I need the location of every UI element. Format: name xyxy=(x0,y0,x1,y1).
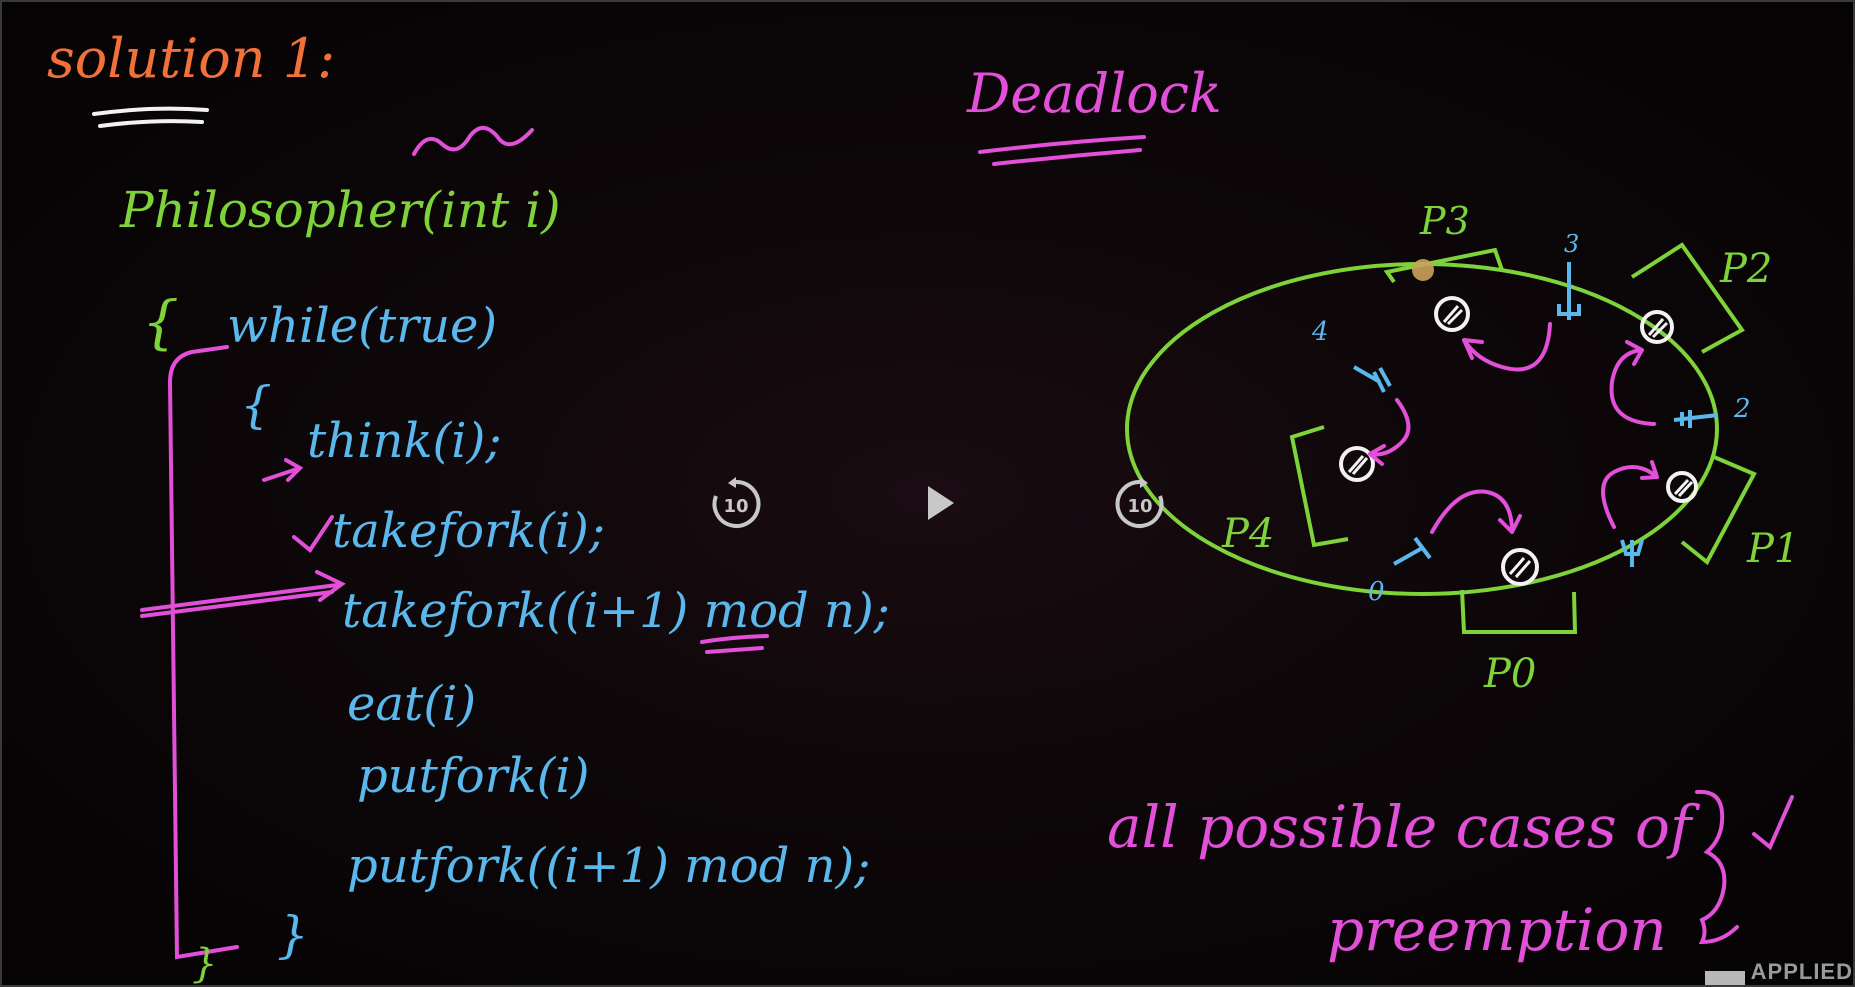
function-signature: Philosopher(int i) xyxy=(119,181,561,239)
chair-p1 xyxy=(1680,455,1757,566)
fork-label-3: 3 xyxy=(1564,230,1579,258)
wait-arrow-p3 xyxy=(1462,322,1552,372)
philosopher-label-p1: P1 xyxy=(1746,526,1799,572)
note-check xyxy=(1752,795,1794,851)
forward-10-button[interactable]: 10 xyxy=(1112,476,1168,532)
fork-3 xyxy=(1557,262,1581,320)
wait-arrow-p0 xyxy=(1430,489,1522,534)
plate-p4 xyxy=(1339,446,1375,482)
forward-label: 10 xyxy=(1127,496,1152,517)
plate-p0 xyxy=(1501,548,1539,586)
wait-arrow-p4 xyxy=(1368,398,1411,466)
note-line-1: all possible cases of xyxy=(1107,793,1701,861)
note-brace xyxy=(1695,789,1739,945)
plate-p3 xyxy=(1434,296,1470,332)
inner-close-brace: } xyxy=(277,906,309,964)
inner-open-brace: { xyxy=(240,376,272,434)
play-icon xyxy=(928,486,954,520)
wait-arrow-p2 xyxy=(1609,340,1656,426)
code-takefork-left: takefork(i); xyxy=(332,503,605,559)
fork-1 xyxy=(1620,539,1644,567)
chair-p3 xyxy=(1383,247,1504,284)
mod-underline xyxy=(700,634,769,654)
chair-p0 xyxy=(1460,589,1578,634)
rewind-10-button[interactable]: 10 xyxy=(708,476,764,532)
deadlock-title: Deadlock xyxy=(966,62,1222,125)
outer-close-brace: } xyxy=(192,941,217,987)
logo-mark-icon xyxy=(1704,971,1745,985)
logo-text: APPLIED xyxy=(1750,959,1853,984)
while-loop: while(true) xyxy=(227,298,497,354)
forward-icon: 10 xyxy=(1115,477,1164,528)
chair-p4 xyxy=(1289,425,1349,548)
note-line-2: preemption xyxy=(1327,896,1667,964)
fork-0 xyxy=(1393,536,1432,566)
plate-p2 xyxy=(1640,310,1674,344)
philosopher-label-p3: P3 xyxy=(1419,199,1470,243)
fork-2 xyxy=(1673,410,1719,428)
outer-open-brace: { xyxy=(142,288,179,356)
philosopher-label-p2: P2 xyxy=(1719,246,1772,292)
deadlock-underline xyxy=(978,135,1146,166)
rewind-icon: 10 xyxy=(712,477,761,528)
check-mark xyxy=(292,515,334,553)
applied-logo: APPLIED xyxy=(1704,959,1853,985)
fork-label-2: 2 xyxy=(1733,394,1751,424)
int-squiggle xyxy=(412,126,534,156)
title-underline xyxy=(92,106,209,128)
philosopher-label-p4: P4 xyxy=(1221,511,1274,557)
fork-4 xyxy=(1353,365,1392,393)
fork-label-0: 0 xyxy=(1368,577,1385,607)
plate-p1 xyxy=(1666,471,1698,503)
pointer-arrow xyxy=(140,570,346,618)
code-think: think(i); xyxy=(307,413,502,469)
rewind-label: 10 xyxy=(723,496,748,517)
wait-arrow-p1 xyxy=(1601,460,1659,529)
code-putfork-right: putfork((i+1) mod n); xyxy=(347,838,870,894)
code-takefork-right: takefork((i+1) mod n); xyxy=(342,583,890,639)
philosopher-label-p0: P0 xyxy=(1483,651,1536,697)
solution-title: solution 1: xyxy=(47,27,335,90)
play-button[interactable] xyxy=(920,480,960,526)
code-eat: eat(i) xyxy=(347,676,476,732)
code-putfork-left: putfork(i) xyxy=(357,748,589,804)
think-arrow xyxy=(262,458,304,482)
fork-label-4: 4 xyxy=(1311,317,1329,347)
loop-bracket xyxy=(167,345,239,960)
chair-p2 xyxy=(1630,242,1745,354)
